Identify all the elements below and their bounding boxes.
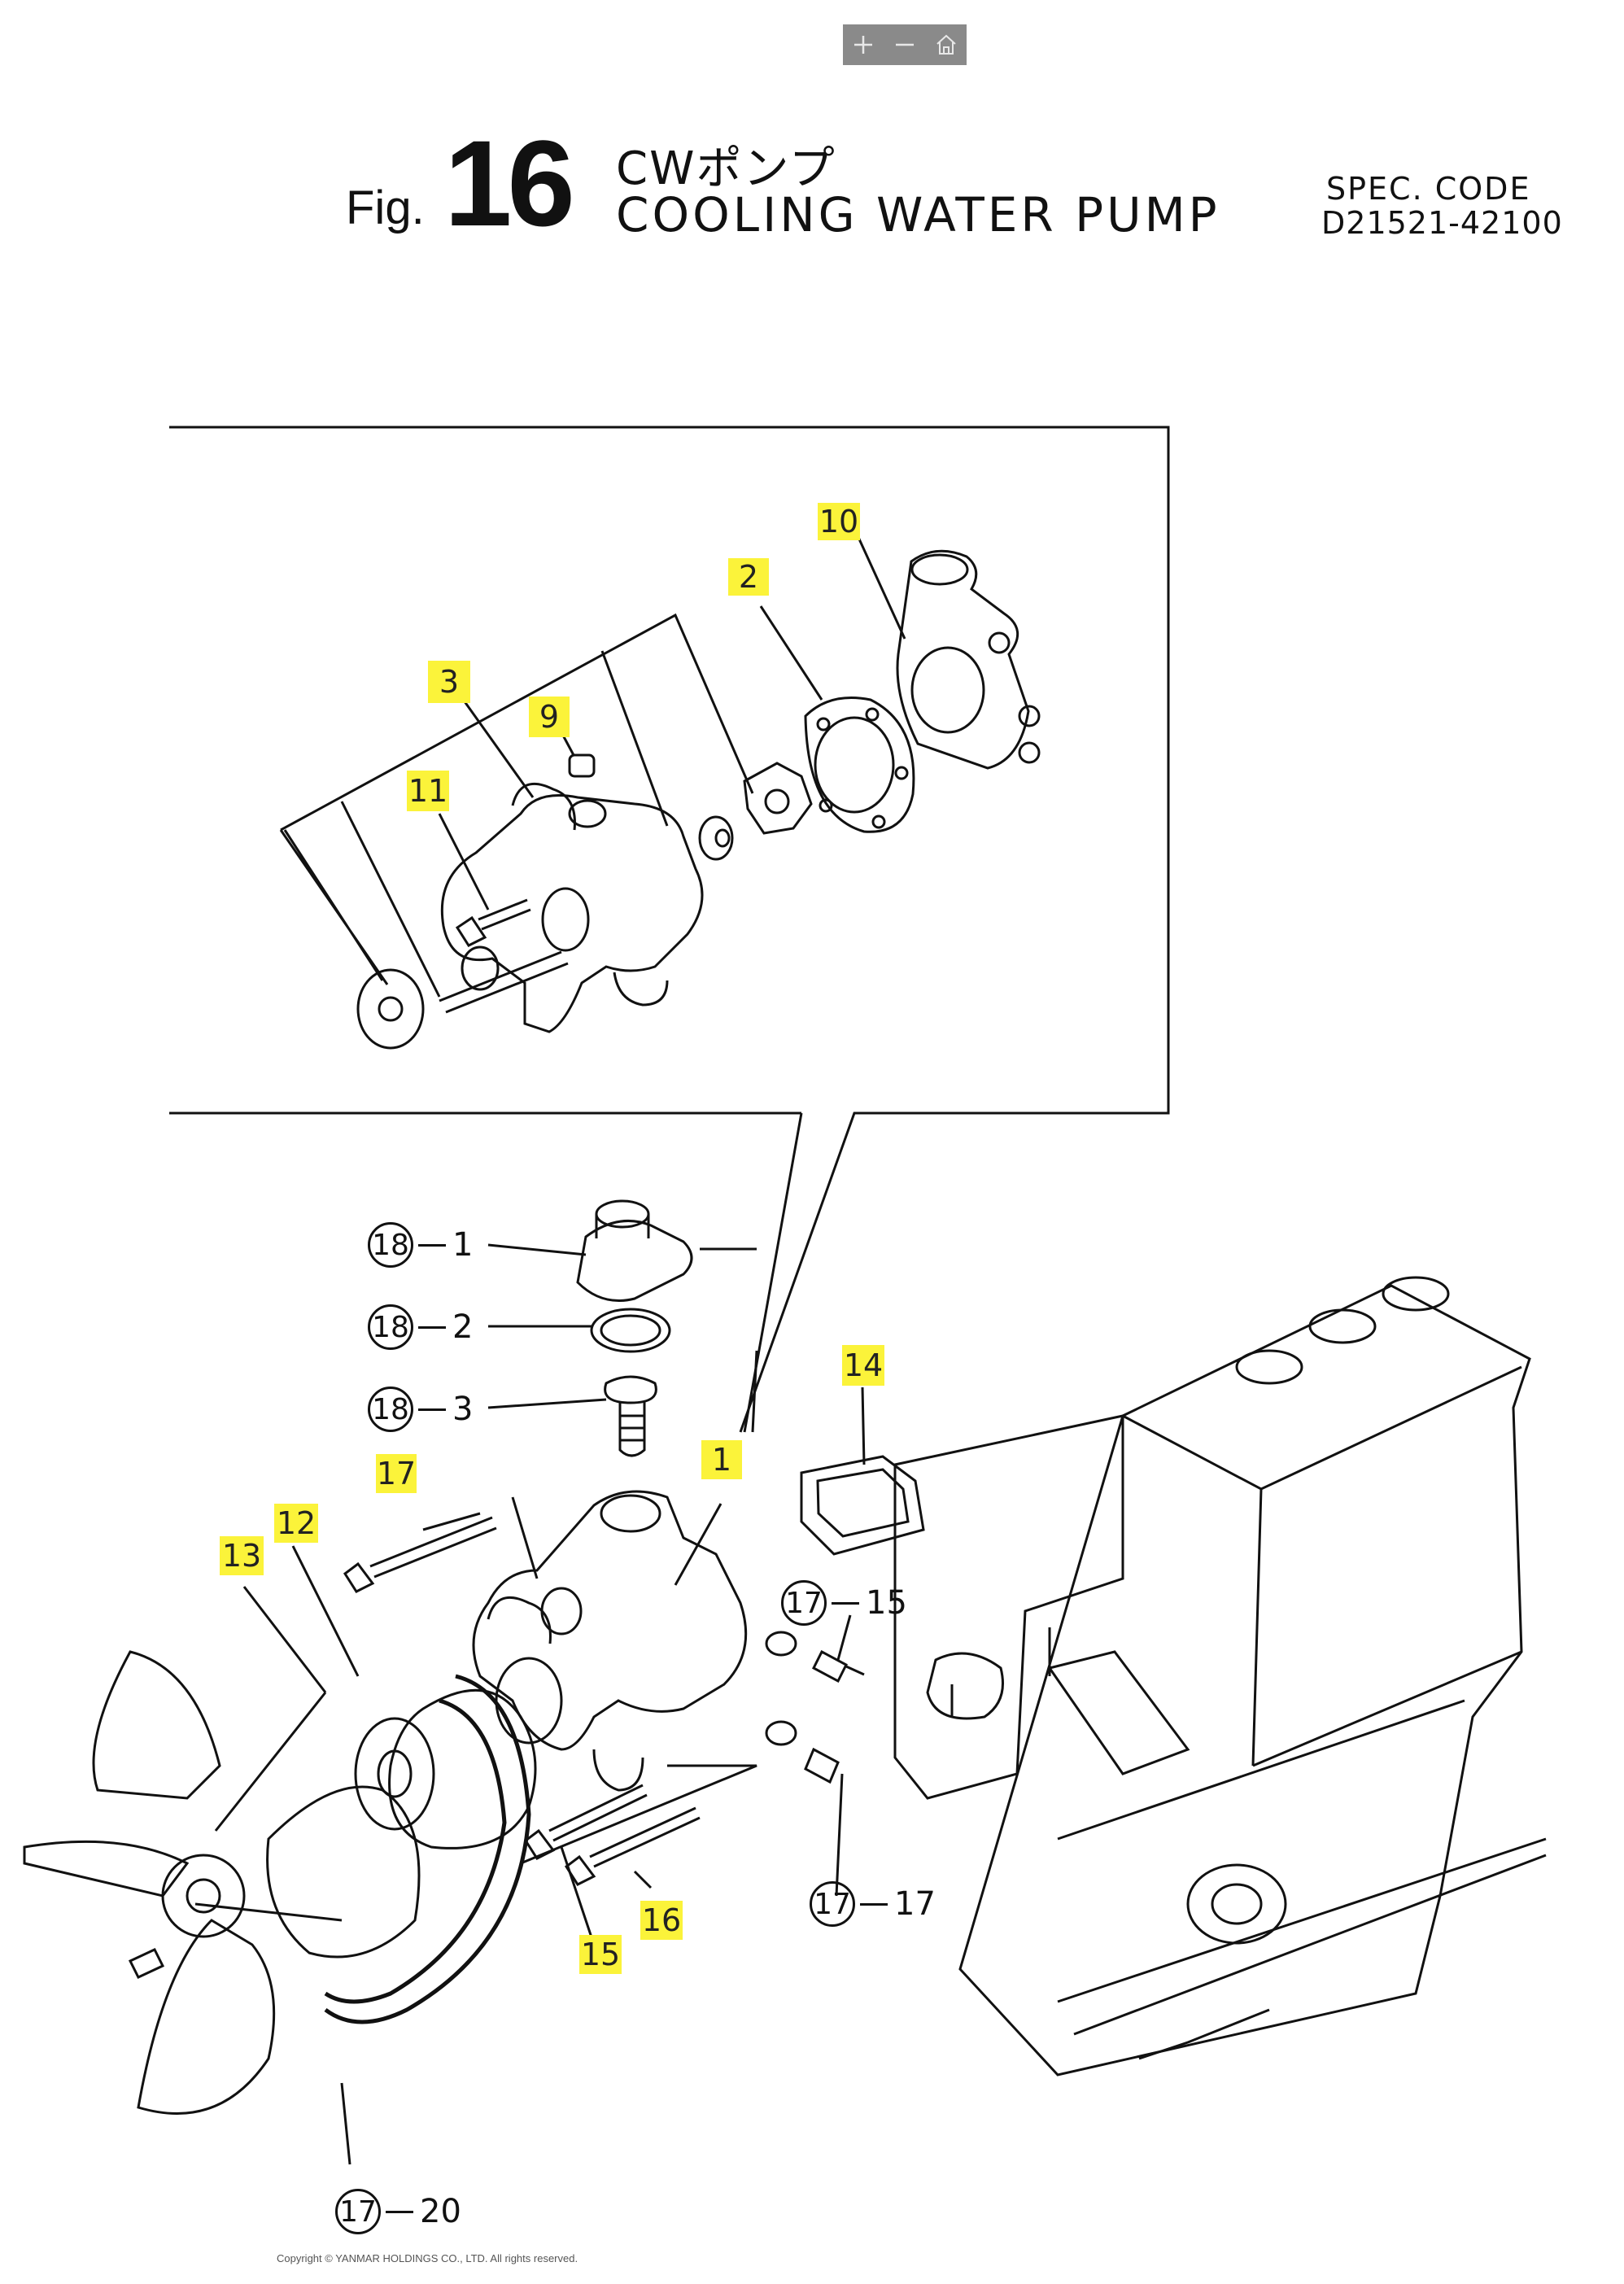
fig-number: 16 xyxy=(444,115,575,251)
callout-16: 16 xyxy=(640,1901,683,1940)
callout-10: 10 xyxy=(818,503,860,540)
zoom-toolbar xyxy=(843,24,967,65)
ref-circle: 18 xyxy=(368,1222,413,1268)
callout-15: 15 xyxy=(579,1935,622,1974)
callout-13: 13 xyxy=(220,1536,264,1575)
figure-header: Fig. 16 CWポンプ COOLING WATER PUMP SPEC. C… xyxy=(0,0,1624,260)
plus-icon xyxy=(854,36,873,54)
ref-circle: 17 xyxy=(810,1881,855,1927)
callout-2: 2 xyxy=(728,558,769,596)
ref-18-1: 18 1 xyxy=(368,1222,473,1268)
callout-9: 9 xyxy=(529,697,570,737)
title-japanese: CWポンプ xyxy=(616,142,836,195)
ref-circle: 17 xyxy=(781,1580,827,1626)
home-button[interactable] xyxy=(928,27,964,63)
callout-17: 17 xyxy=(376,1454,417,1493)
inset-pump-assembly xyxy=(279,524,1041,1050)
fan-belt-assembly xyxy=(23,1545,537,2165)
copyright-notice: Copyright © YANMAR HOLDINGS CO., LTD. Al… xyxy=(277,2252,578,2264)
callout-11: 11 xyxy=(407,771,449,811)
callout-3: 3 xyxy=(428,661,470,703)
ref-sub: 20 xyxy=(420,2193,461,2230)
ref-sub: 1 xyxy=(452,1226,474,1264)
ref-circle: 17 xyxy=(335,2189,381,2234)
spec-code-value: D21521-42100 xyxy=(1321,205,1563,241)
spec-code-label: SPEC. CODE xyxy=(1326,171,1531,207)
inset-box xyxy=(169,426,1170,1433)
zoom-out-button[interactable] xyxy=(887,27,923,63)
minus-icon xyxy=(895,43,914,46)
inset-pointer xyxy=(743,1112,803,1433)
ref-18-2: 18 2 xyxy=(368,1304,473,1350)
ref-sub: 2 xyxy=(452,1308,474,1346)
home-icon xyxy=(936,34,956,55)
callout-14: 14 xyxy=(842,1345,884,1386)
ref-sub: 3 xyxy=(452,1391,474,1428)
ref-sub: 15 xyxy=(866,1584,907,1622)
title-english: COOLING WATER PUMP xyxy=(616,187,1220,242)
engine-block xyxy=(893,1276,1547,2077)
ref-18-3: 18 3 xyxy=(368,1387,473,1432)
ref-circle: 18 xyxy=(368,1304,413,1350)
zoom-in-button[interactable] xyxy=(845,27,881,63)
fig-label: Fig. xyxy=(346,181,425,234)
lower-pump-assembly xyxy=(343,1199,925,1946)
callout-12: 12 xyxy=(274,1504,318,1543)
callout-1: 1 xyxy=(701,1440,742,1479)
ref-sub: 17 xyxy=(894,1885,936,1923)
ref-circle: 18 xyxy=(368,1387,413,1432)
